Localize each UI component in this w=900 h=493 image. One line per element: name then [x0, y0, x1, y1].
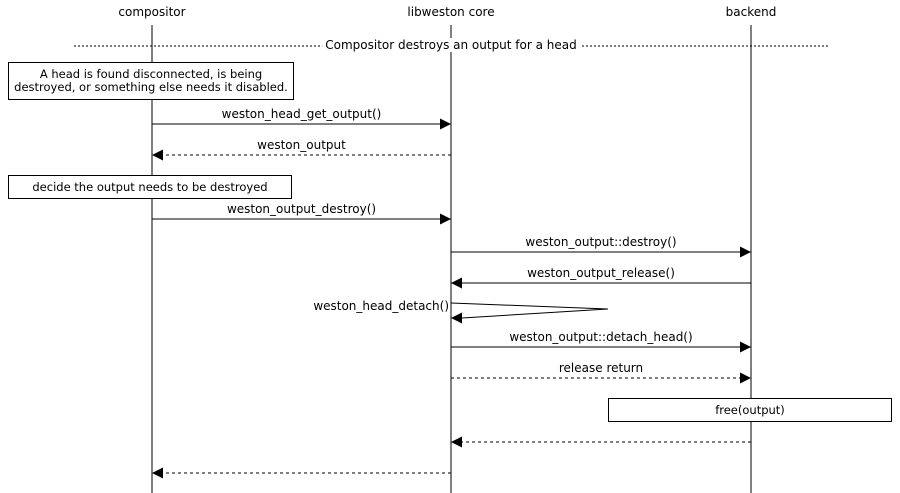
msg-weston-head-get-output-label: weston_head_get_output()	[221, 107, 382, 121]
actor-label-compositor: compositor	[118, 5, 186, 19]
msg-weston-head-detach-arrowhead	[451, 312, 462, 324]
actor-label-libweston-core: libweston core	[407, 5, 495, 19]
msg-release-return-label: release return	[558, 361, 644, 375]
msg-weston-head-detach-label: weston_head_detach()	[313, 299, 449, 313]
msg-weston-output-detach-head-label: weston_output::detach_head()	[509, 330, 693, 344]
note-head-disconnected: A head is found disconnected, is being d…	[8, 62, 294, 100]
section-divider-label: Compositor destroys an output for a head	[322, 38, 580, 52]
note-decide-output-destroyed: decide the output needs to be destroyed	[8, 175, 292, 199]
msg-weston-output-detach-head-arrowhead	[740, 341, 751, 353]
msg-release-return-arrowhead	[740, 372, 751, 384]
msg-return-core-to-compositor-arrowhead	[152, 467, 163, 479]
action-box-free-output: free(output)	[608, 398, 892, 422]
msg-weston-head-get-output-arrowhead	[440, 118, 451, 130]
msg-weston-output-arrowhead	[152, 149, 163, 161]
msg-weston-output-label: weston_output	[257, 138, 346, 152]
msg-weston-output-destroy-vfunc-arrowhead	[740, 246, 751, 258]
msg-weston-output-destroy-vfunc-label: weston_output::destroy()	[525, 235, 677, 249]
msg-weston-head-detach-line-out	[450, 302, 609, 310]
msg-weston-output-release-arrowhead	[451, 277, 462, 289]
msg-weston-head-detach-line-back	[461, 308, 609, 319]
messages-group	[152, 118, 751, 479]
msg-weston-output-release-label: weston_output_release()	[527, 266, 675, 280]
msg-return-backend-to-core-arrowhead	[451, 436, 462, 448]
msg-weston-output-destroy-label: weston_output_destroy()	[226, 202, 377, 216]
actor-label-backend: backend	[725, 5, 777, 19]
msg-weston-output-destroy-arrowhead	[440, 213, 451, 225]
